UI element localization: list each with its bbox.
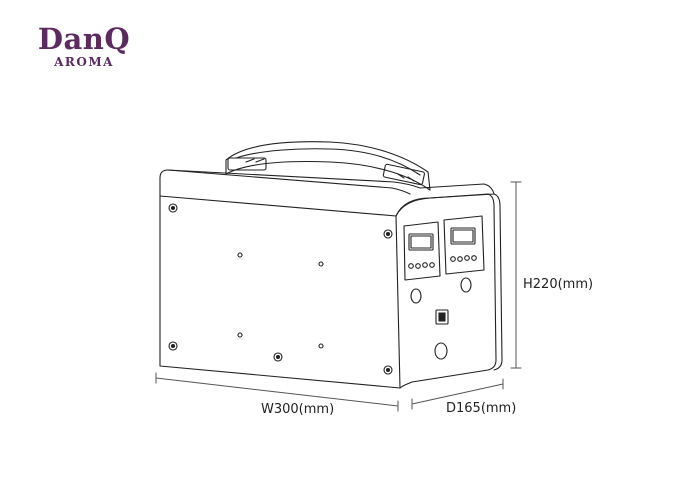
dimension-lines bbox=[155, 181, 522, 412]
brand-logo: DanQ AROMA bbox=[36, 24, 132, 69]
depth-label: D165(mm) bbox=[446, 401, 516, 416]
depth-dimension-line bbox=[411, 378, 504, 410]
height-dimension-line bbox=[510, 181, 522, 369]
width-label: W300(mm) bbox=[261, 402, 334, 417]
carry-handle bbox=[225, 141, 431, 191]
brand-subtitle: AROMA bbox=[54, 55, 114, 69]
height-label: H220(mm) bbox=[523, 277, 593, 292]
brand-name: DanQ bbox=[37, 22, 131, 56]
width-dimension-line bbox=[155, 372, 399, 412]
side-control-panel bbox=[403, 215, 485, 360]
corner-screws bbox=[168, 203, 393, 375]
device-body bbox=[159, 169, 503, 389]
